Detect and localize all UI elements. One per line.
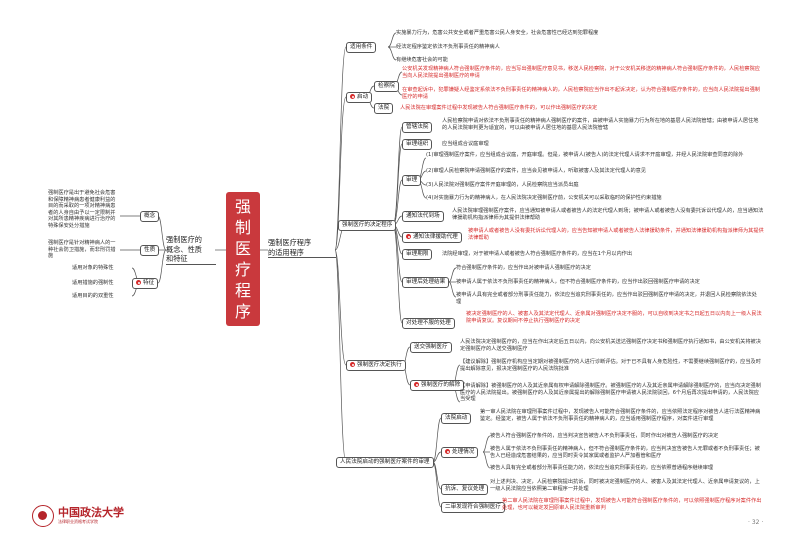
trial-item: (2)审理人民检察院申请强制医疗的案件，应当会见被申请人，听取被害人及其法定代理… [426, 168, 647, 174]
handle-item: 被告人符合强制医疗条件的，应当判决宣告被告人不负刑事责任，同时作出对被告人强制医… [490, 433, 719, 439]
central-char: 制 [234, 218, 251, 237]
result-box: 审理后处理结果 [402, 277, 450, 288]
appeal-text: 对上述判决、决定，人民检察院提出抗诉，同时被决定强制医疗的人、被害人及其法定代理… [490, 479, 760, 492]
handle-box: 处理情况 [441, 447, 479, 458]
period-box: 审理期限 [402, 249, 433, 260]
appeal-box: 抗诉、复议处理 [441, 484, 489, 495]
nature-box: 性质 [140, 245, 160, 256]
central-topic: 强 制 医 疗 程 序 [226, 192, 260, 326]
notice-box: 通知法代到场 [402, 211, 444, 222]
aid-box-label: 通知法律援助代理 [413, 234, 458, 240]
central-char: 序 [234, 302, 251, 321]
org-text: 应当组成合议庭审理 [442, 141, 489, 147]
feature-item: 适用措施的强制性 [72, 280, 114, 286]
university-seal-icon [32, 505, 54, 527]
decision-box: 强制医疗的决定程序 [338, 220, 397, 231]
org-box: 审理组织 [402, 139, 433, 150]
execution-box-label: 强制医疗决定执行 [357, 362, 402, 368]
concept-text: 强制医疗是出于避免社会危害和保障精神病患者健康利益的目的而采取的一项对精神病患者… [48, 190, 116, 229]
aid-box: 通知法律援助代理 [402, 232, 462, 243]
notice-text: 人民法院审理强制医疗案件，应当通知被申请人或者被告人的法定代理人到场；被申请人或… [452, 208, 764, 221]
court-text: 人民法院在审理案件过程中发现被告人符合强制医疗条件的，可以作出强制医疗的决定 [400, 105, 598, 111]
scope-item: 实施暴力行为，危害公共安全或者严重危害公民人身安全，社会危害性已经达到犯罪程度 [396, 30, 599, 36]
feature-box: 特征 [132, 278, 159, 289]
delivery-box: 送交强制医疗 [410, 342, 452, 353]
dissatisfied-text: 被决定强制医疗的人、被害人及其法定代理人、近亲属对强制医疗决定不服的，可以自收到… [466, 311, 762, 324]
trial-item: (4)对实施暴力行为的精神病人，在人民法院决定强制医疗前，公安机关可以采取临时的… [426, 195, 662, 201]
trial-box: 审理 [402, 175, 422, 186]
start-box-label: 启动 [357, 94, 369, 100]
red-bullet-icon [414, 382, 419, 387]
initiate-box: 法院启动 [441, 413, 472, 424]
handle-box-label: 处理情况 [452, 449, 475, 455]
second-trial-box: 二审发现符合强制医疗 [441, 502, 505, 513]
concept-box: 概念 [140, 211, 160, 222]
red-bullet-icon [136, 280, 141, 285]
trial-item: (3)人民法院对强制医疗案件开庭审理的，人民检察院应当派员出庭 [426, 182, 579, 188]
result-item: 被申请人具有完全或者部分刑事责任能力，依法应当追究刑事责任的，应当作出驳回强制医… [456, 292, 757, 305]
scope-item: 经法定程序鉴定依法不负刑事责任的精神病人 [396, 44, 500, 50]
release-box: 强制医疗的解除 [410, 380, 465, 391]
feature-item: 适用目的的双重性 [72, 293, 114, 299]
court-box: 法院 [374, 103, 394, 114]
central-char: 程 [234, 281, 251, 300]
handle-item: 被告人属于依法不负刑事责任的精神病人，但不符合强制医疗条件的，应当判决宣告被告人… [490, 446, 760, 459]
red-bullet-icon [406, 234, 411, 239]
page-number: · 32 · [748, 519, 764, 526]
procuratorate-box: 检察院 [374, 81, 399, 92]
scope-box: 适用条件 [346, 42, 377, 53]
release-item: 【建议解除】强制医疗机构应当定期对被强制医疗的人进行诊断评估。对于已不具有人身危… [460, 359, 761, 372]
second-trial-text: 第二审人民法院在审理刑事案件过程中，发现被告人可能符合强制医疗条件的，可以依照强… [502, 498, 762, 511]
branch-concept: 强制医疗的 概念、性质 和特征 [166, 235, 216, 265]
red-bullet-icon [350, 362, 355, 367]
logo-text: 中国政法大学 [58, 506, 124, 519]
start-box: 启动 [346, 92, 373, 103]
procuratorate-item: 公安机关发现精神病人符合强制医疗条件的，应当写出强制医疗意见书，移送人民检察院，… [402, 66, 760, 79]
jurisdiction-box: 管辖法院 [402, 122, 433, 133]
release-box-label: 强制医疗的解除 [421, 382, 461, 388]
jurisdiction-text: 人民检察院申请对依法不负刑事责任的精神病人强制医疗的案件，由被申请人实施暴力行为… [442, 118, 759, 131]
logo-subtitle: 法律职业资格考试学院 [58, 519, 98, 524]
trial-item: (1)审理强制医疗案件，应当组成合议庭，开庭审理。但是，被申请人(被告人)的法定… [426, 152, 744, 158]
result-item: 被申请人属于依法不负刑事责任的精神病人，但不符合强制医疗条件的，应当作出驳回强制… [456, 279, 700, 285]
aid-text: 被申请人或者被告人没有委托诉讼代理人的，应当告知被申请人或者被告人法律援助条件，… [468, 228, 764, 241]
branch-procedure: 强制医疗程序 的适用程序 [268, 238, 336, 258]
dissatisfied-box: 对处理不服的处理 [402, 318, 455, 329]
delivery-text: 人民法院决定强制医疗的，应当在作出决定后五日以内，向公安机关送达强制医疗决定书和… [460, 339, 761, 352]
red-bullet-icon [350, 94, 355, 99]
feature-item: 适用对象的特殊性 [72, 265, 114, 271]
execution-box: 强制医疗决定执行 [346, 360, 406, 371]
period-text: 法院经审理，对于被申请人或者被告人符合强制医疗条件的，应当在1个月以内作出 [442, 251, 633, 257]
red-bullet-icon [445, 449, 450, 454]
feature-box-label: 特征 [143, 280, 155, 286]
initiate-text: 第一审人民法院在审理刑事案件过程中，发现被告人可能符合强制医疗条件的，应当依照法… [480, 409, 761, 422]
central-char: 疗 [234, 260, 251, 279]
scope-item: 有继续危害社会的可能 [396, 57, 448, 63]
central-char: 医 [234, 239, 251, 258]
handle-item: 被告人具有完全或者部分刑事责任能力的，依法应当追究刑事责任的，应当依照普通程序继… [490, 465, 714, 471]
procuratorate-item: 在审查起诉中，犯罪嫌疑人经鉴定系依法不负刑事责任的精神病人的，人民检察院应当作出… [402, 87, 760, 100]
central-char: 强 [234, 197, 251, 216]
release-item: 【申请解除】被强制医疗的人及其近亲属有权申请解除强制医疗。被强制医疗的人及其近亲… [460, 383, 761, 403]
result-item: 符合强制医疗条件的，应当作出对被申请人强制医疗的决定 [456, 265, 591, 271]
nature-text: 强制医疗是针对精神病人的一种社会防卫措施，而非刑罚措施 [48, 240, 116, 260]
trial-case-box: 人民法院启动的强制医疗案件的审理 [336, 457, 434, 468]
